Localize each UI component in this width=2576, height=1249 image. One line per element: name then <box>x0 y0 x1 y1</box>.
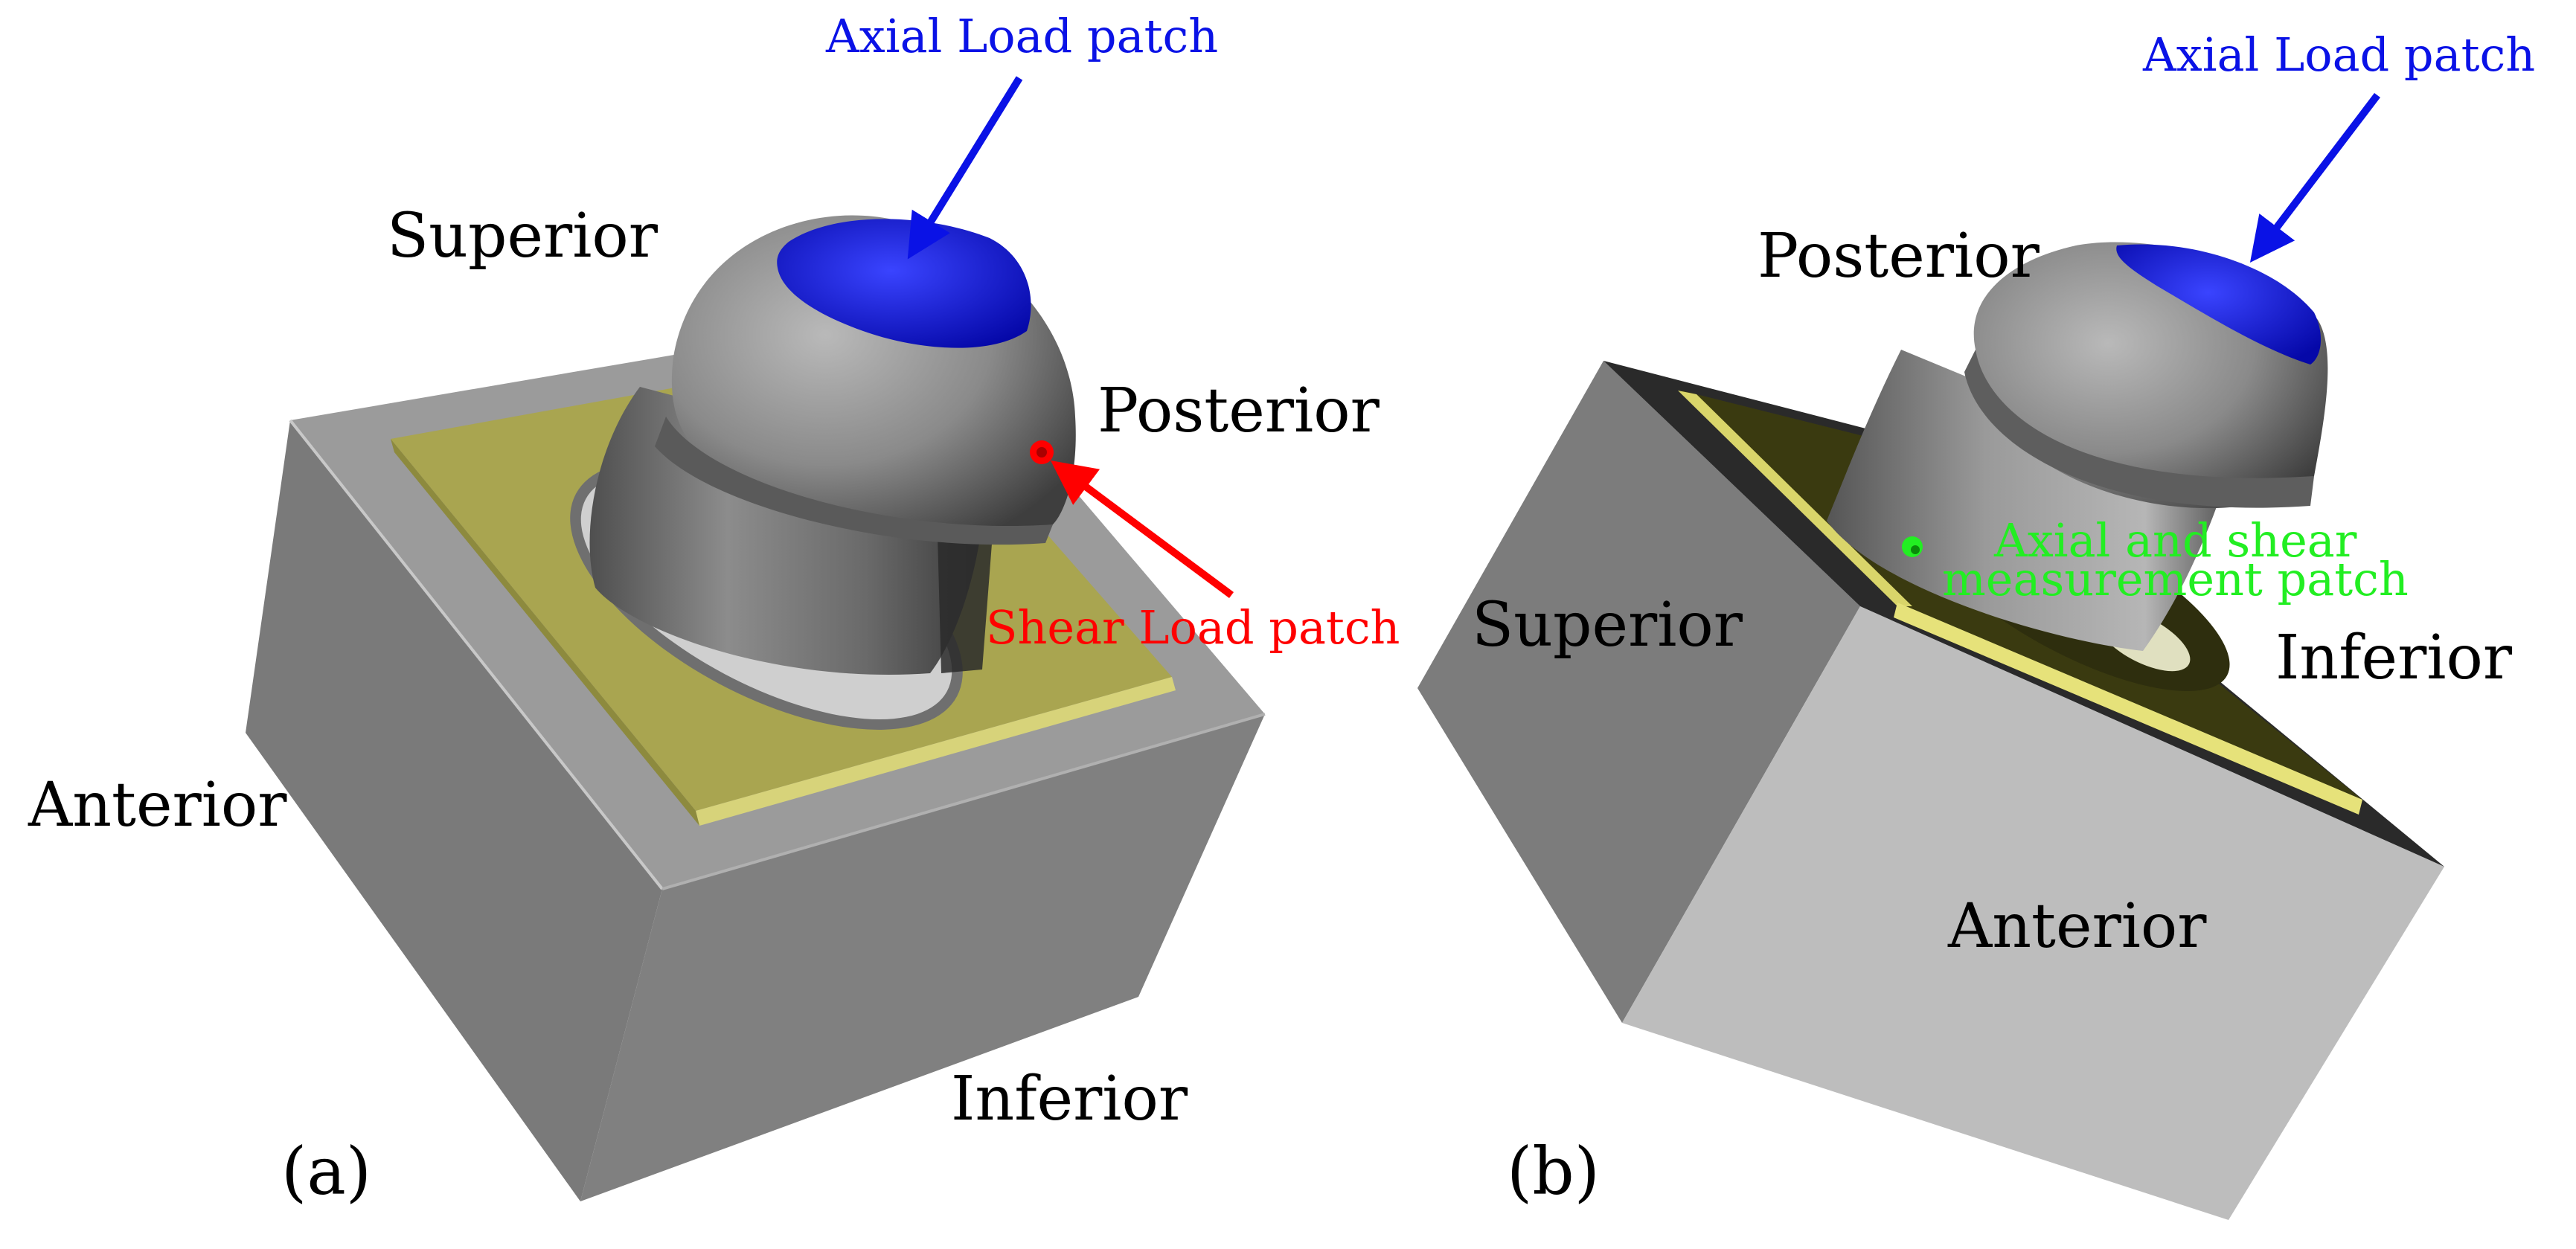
implant-cylinder-b <box>1827 350 2225 651</box>
caption-b: (b) <box>1507 1133 1600 1210</box>
label-anterior-a: Anterior <box>28 770 287 841</box>
shear-load-arrow-a <box>1050 460 1234 599</box>
axial-load-patch-a <box>777 219 1031 348</box>
label-superior-a: Superior <box>387 201 659 272</box>
shear-load-patch-a <box>1030 440 1054 464</box>
label-axial-load-a: Axial Load patch <box>825 9 1218 63</box>
block-a-left-face <box>246 420 662 1201</box>
label-posterior-b: Posterior <box>1758 221 2040 292</box>
caption-a: (a) <box>281 1133 371 1210</box>
label-measurement-line1-b: Axial and shear <box>1993 513 2357 568</box>
measurement-patch-b <box>1902 536 1923 557</box>
label-inferior-b: Inferior <box>2275 623 2513 693</box>
label-shear-load-a: Shear Load patch <box>986 600 1400 655</box>
plate-b-edge <box>1678 391 1912 606</box>
plate-a-edge <box>696 677 1176 826</box>
axial-load-arrow-a <box>907 76 1023 260</box>
block-a-front-face <box>580 714 1265 1201</box>
label-inferior-a: Inferior <box>951 1064 1188 1134</box>
label-superior-b: Superior <box>1472 590 1743 661</box>
panel-a: Axial Load patch Superior Posterior Shea… <box>28 9 1400 1210</box>
label-measurement-line2-b: measurement patch <box>1942 552 2409 606</box>
label-anterior-b: Anterior <box>1947 891 2207 962</box>
label-axial-load-b: Axial Load patch <box>2142 28 2535 82</box>
block-b-left-face <box>1417 361 1860 1023</box>
panel-b: Axial Load patch Posterior Axial and she… <box>1417 28 2535 1220</box>
axial-load-patch-b <box>2116 244 2322 365</box>
label-posterior-a: Posterior <box>1098 376 1380 446</box>
axial-load-arrow-b <box>2249 92 2380 263</box>
block-b-front-face <box>1622 606 2444 1220</box>
